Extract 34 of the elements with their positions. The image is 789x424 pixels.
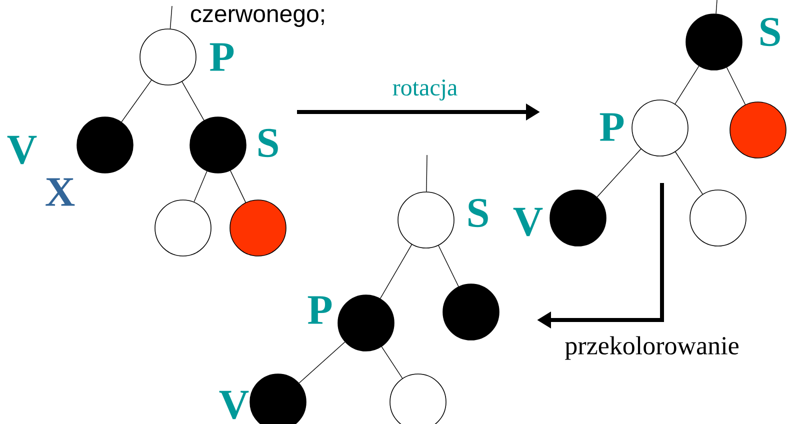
tree-edge <box>726 67 746 105</box>
tree-edge <box>298 342 346 384</box>
node-letter: S <box>468 198 488 228</box>
tree-edge <box>674 66 700 104</box>
node-letter: V <box>7 136 37 164</box>
tree-edge <box>716 0 718 14</box>
tree-edge <box>675 152 703 194</box>
tree-edge <box>170 6 172 30</box>
tree-edge <box>182 81 204 121</box>
tree-edge <box>230 170 246 203</box>
tree-edge <box>194 170 208 202</box>
tree-edge <box>596 148 642 198</box>
node-letter: V <box>219 390 249 420</box>
tree-edge <box>438 245 459 287</box>
tree-edge <box>381 346 403 379</box>
text-label: czerwonego; <box>190 9 324 27</box>
node-letter: V <box>513 208 543 236</box>
tree-edge <box>380 244 412 299</box>
node-letter: X <box>46 178 75 206</box>
text-label: przekolorowanie <box>565 336 738 360</box>
tree-node <box>230 200 286 256</box>
node-letter: S <box>760 18 780 46</box>
text-label: rotacja <box>392 80 458 100</box>
tree-node <box>390 374 446 424</box>
node-letter: P <box>308 296 332 324</box>
tree-node <box>690 190 746 246</box>
tree-node <box>154 200 212 256</box>
tree-node <box>442 284 500 340</box>
tree-edge <box>426 154 428 192</box>
node-letter: S <box>258 128 278 158</box>
node-letter: P <box>210 43 234 71</box>
tree-node <box>730 102 786 158</box>
node-letter: P <box>600 113 624 141</box>
tree-edge <box>121 80 152 122</box>
